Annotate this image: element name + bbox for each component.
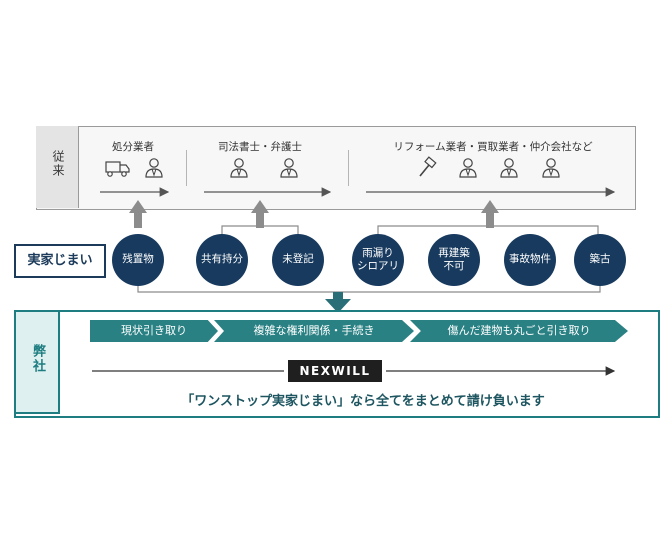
brand-logo: NEXWILL	[288, 360, 382, 382]
bracket-line	[221, 225, 299, 236]
bracket-line	[377, 225, 599, 236]
conventional-label: 従来	[51, 150, 65, 178]
step-label: 傷んだ建物も丸ごと引き取り	[447, 324, 591, 337]
step-chevron: 傷んだ建物も丸ごと引き取り	[410, 320, 628, 342]
group-title-legal: 司法書士・弁護士	[218, 141, 302, 153]
issue-circle: 残置物	[112, 234, 164, 286]
up-arrow	[481, 200, 499, 228]
step-label: 現状引き取り	[121, 324, 187, 337]
issue-label: 築古	[589, 253, 611, 266]
group-title-renovation: リフォーム業者・買取業者・仲介会社など	[393, 141, 593, 153]
hammer-icon	[419, 156, 437, 177]
conventional-box	[36, 126, 636, 210]
issue-circle: 雨漏り シロアリ	[352, 234, 404, 286]
down-arrow	[325, 292, 351, 313]
issue-label: 残置物	[122, 253, 154, 266]
issue-label: 事故物件	[509, 253, 551, 266]
issue-label: 未登記	[282, 253, 314, 266]
step-chevron: 現状引き取り	[90, 320, 218, 342]
issue-label: 再建築 不可	[438, 246, 470, 272]
tagline: 「ワンストップ実家じまい」なら全てをまとめて請け負います	[181, 394, 545, 409]
up-arrow	[251, 200, 269, 228]
gather-line	[137, 284, 601, 293]
issue-label: 雨漏り シロアリ	[357, 246, 399, 272]
group-separator	[186, 150, 187, 186]
group-title-disposal: 処分業者	[112, 141, 154, 153]
up-arrow	[129, 200, 147, 228]
company-label-cell: 弊社	[14, 310, 60, 414]
conventional-label-cell: 従来	[36, 126, 79, 208]
truck-icon	[105, 161, 130, 177]
step-label: 複雑な権利関係・手続き	[253, 324, 375, 337]
issue-circle: 未登記	[272, 234, 324, 286]
issue-circle: 事故物件	[504, 234, 556, 286]
issue-circle: 築古	[574, 234, 626, 286]
issue-label: 共有持分	[201, 253, 243, 266]
step-chevron: 複雑な権利関係・手続き	[214, 320, 414, 342]
jikka-label: 実家じまい	[14, 244, 106, 278]
issue-circle: 再建築 不可	[428, 234, 480, 286]
company-label: 弊社	[30, 344, 45, 374]
issue-circle: 共有持分	[196, 234, 248, 286]
group-separator	[348, 150, 349, 186]
